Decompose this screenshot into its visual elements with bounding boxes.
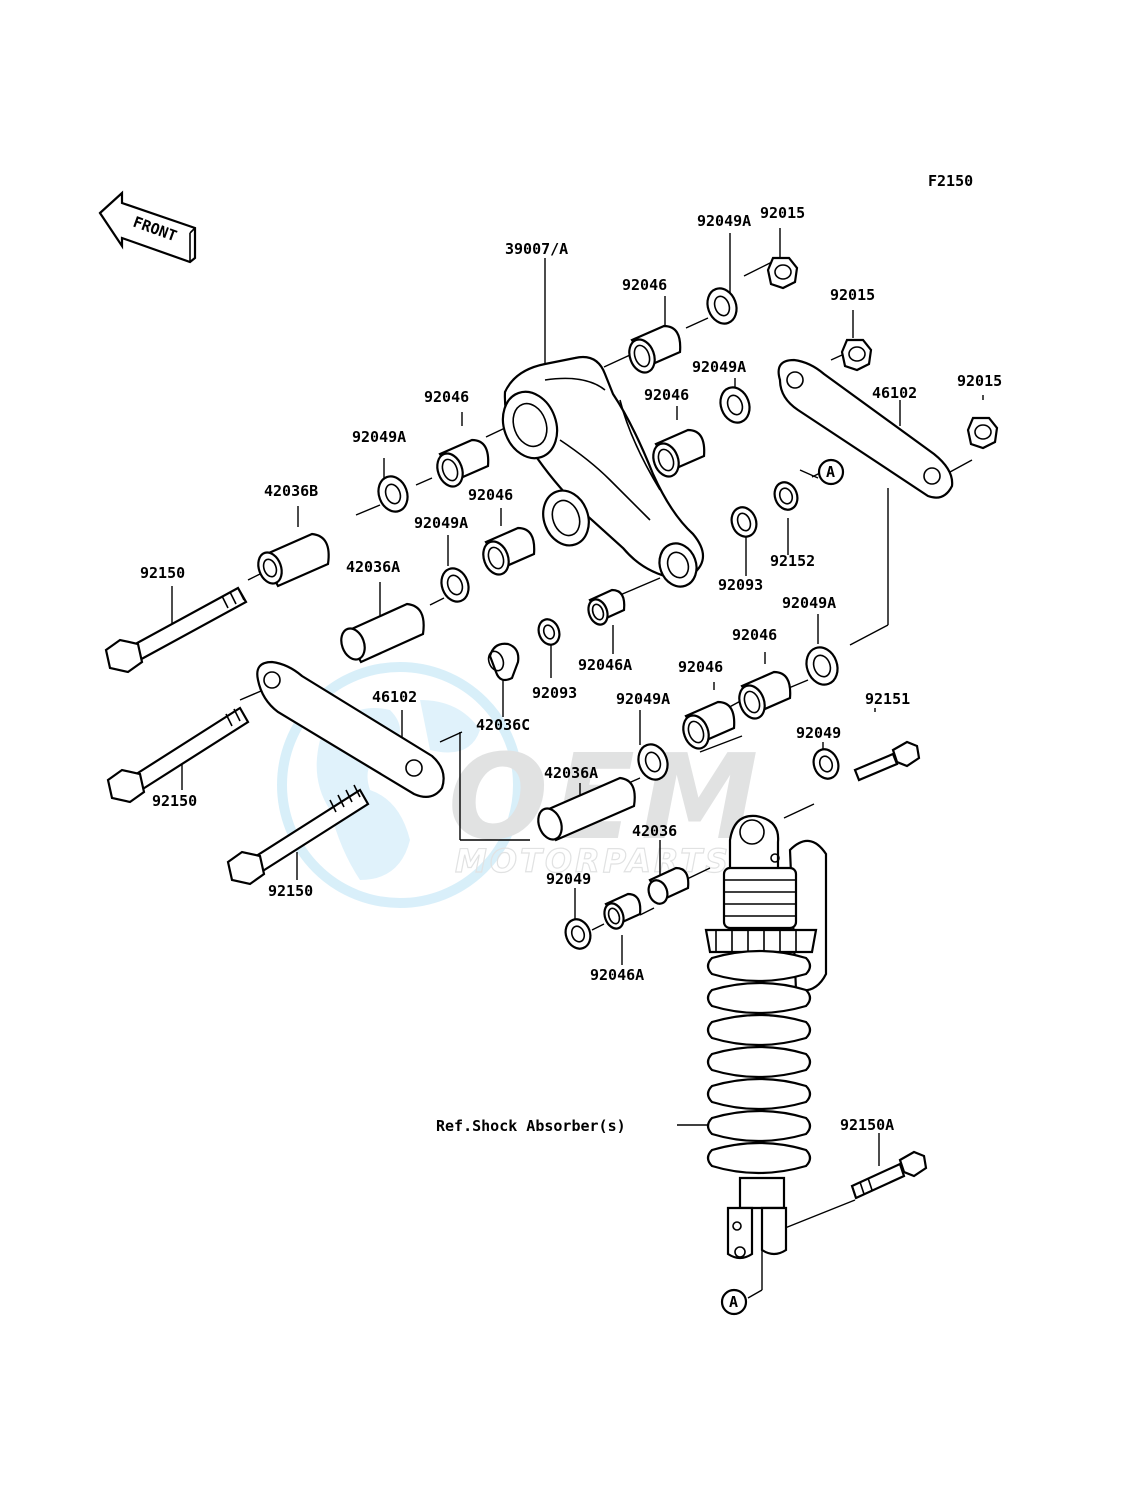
- label-92046-left: 92046: [424, 388, 469, 406]
- needle-bearing-92046-right: [738, 670, 792, 720]
- label-92150A: 92150A: [840, 1116, 894, 1134]
- label-92093-lower: 92093: [532, 684, 577, 702]
- watermark-globe: [277, 662, 523, 908]
- oil-seal-92049A-lower-left: [440, 567, 470, 603]
- oil-seal-92049A-right: [805, 646, 839, 686]
- label-92046A-lower: 92046A: [590, 966, 644, 984]
- label-92049A-center: 92049A: [616, 690, 670, 708]
- label-92049A-right: 92049A: [782, 594, 836, 612]
- flange-nut-92015-right: [966, 416, 999, 450]
- label-92049A-top: 92049A: [697, 212, 751, 230]
- label-42036A-upper: 42036A: [346, 558, 400, 576]
- oil-seal-92093-upper: [730, 506, 758, 538]
- spring-coils: [706, 949, 812, 1175]
- bolt-92150-lower: [226, 784, 370, 886]
- label-92151: 92151: [865, 690, 910, 708]
- oil-seal-92049A-top: [706, 287, 738, 325]
- label-92152: 92152: [770, 552, 815, 570]
- callout-a-top: A: [817, 458, 845, 486]
- svg-text:A: A: [826, 463, 835, 481]
- oil-seal-92049A-center: [637, 743, 669, 781]
- collar-42036B: [257, 532, 330, 588]
- label-92150-lower: 92150: [268, 882, 313, 900]
- label-92046-lower: 92046: [468, 486, 513, 504]
- needle-bearing-92046-lower: [482, 526, 536, 576]
- collar-42036A-upper: [340, 602, 425, 664]
- label-92049A-left: 92049A: [352, 428, 406, 446]
- collar-42036C: [487, 642, 520, 682]
- bolt-92151: [853, 740, 921, 782]
- oil-seal-92049A-mid: [719, 386, 751, 424]
- ref-shock-absorber-note: Ref.Shock Absorber(s): [436, 1117, 626, 1135]
- figure-code: F2150: [928, 172, 973, 190]
- needle-bearing-92046-mid: [652, 428, 706, 478]
- needle-bearing-92046A-lower: [603, 892, 642, 930]
- label-92046-right: 92046: [732, 626, 777, 644]
- watermark-sub: MOTORPARTS: [455, 842, 731, 880]
- callout-a-bottom: A: [720, 1288, 748, 1316]
- label-42036A-lower: 42036A: [544, 764, 598, 782]
- oil-seal-92093-lower: [537, 618, 561, 646]
- needle-bearing-92046-left: [436, 438, 490, 488]
- tie-rod-46102-left: [256, 660, 445, 799]
- tie-rod-46102-right: [777, 358, 954, 499]
- bolt-92150-top: [104, 586, 248, 674]
- part-labels: 92015 92049A 92046 92015 39007/A 92049A …: [140, 204, 1002, 1135]
- bolt-92150A: [850, 1150, 928, 1200]
- label-92150-middle: 92150: [152, 792, 197, 810]
- label-92015-top: 92015: [760, 204, 805, 222]
- shock-absorber: [704, 814, 828, 1260]
- label-92015-right: 92015: [957, 372, 1002, 390]
- label-92015-mid: 92015: [830, 286, 875, 304]
- collar-42036A-lower: [537, 776, 636, 842]
- needle-bearing-92046-top: [628, 324, 682, 374]
- label-46102-left: 46102: [372, 688, 417, 706]
- label-42036: 42036: [632, 822, 677, 840]
- oil-seal-92049-right: [812, 748, 840, 780]
- label-92049A-lower-left: 92049A: [414, 514, 468, 532]
- bolt-92150-middle: [106, 706, 250, 804]
- label-92049A-mid: 92049A: [692, 358, 746, 376]
- label-92150-top: 92150: [140, 564, 185, 582]
- needle-bearing-92046-center: [682, 700, 736, 750]
- label-92046-top: 92046: [622, 276, 667, 294]
- collar-92152: [773, 481, 799, 511]
- label-42036C: 42036C: [476, 716, 530, 734]
- rocker-arm-39007A: [501, 356, 705, 588]
- label-92049-right: 92049: [796, 724, 841, 742]
- flange-nut-92015-mid: [840, 338, 873, 372]
- collar-42036: [647, 866, 690, 905]
- label-92046-mid: 92046: [644, 386, 689, 404]
- label-46102-right: 46102: [872, 384, 917, 402]
- label-92046-center: 92046: [678, 658, 723, 676]
- oil-seal-92049A-left: [377, 475, 409, 513]
- oil-seal-92049-lower: [564, 918, 592, 950]
- label-39007A: 39007/A: [505, 240, 568, 258]
- needle-bearing-92046A-upper: [587, 588, 626, 626]
- label-92046A-upper: 92046A: [578, 656, 632, 674]
- svg-text:A: A: [729, 1293, 738, 1311]
- flange-nut-92015-top: [766, 256, 799, 290]
- label-42036B: 42036B: [264, 482, 318, 500]
- front-arrow-icon: FRONT: [98, 190, 197, 264]
- label-92093-upper: 92093: [718, 576, 763, 594]
- label-92049-lower: 92049: [546, 870, 591, 888]
